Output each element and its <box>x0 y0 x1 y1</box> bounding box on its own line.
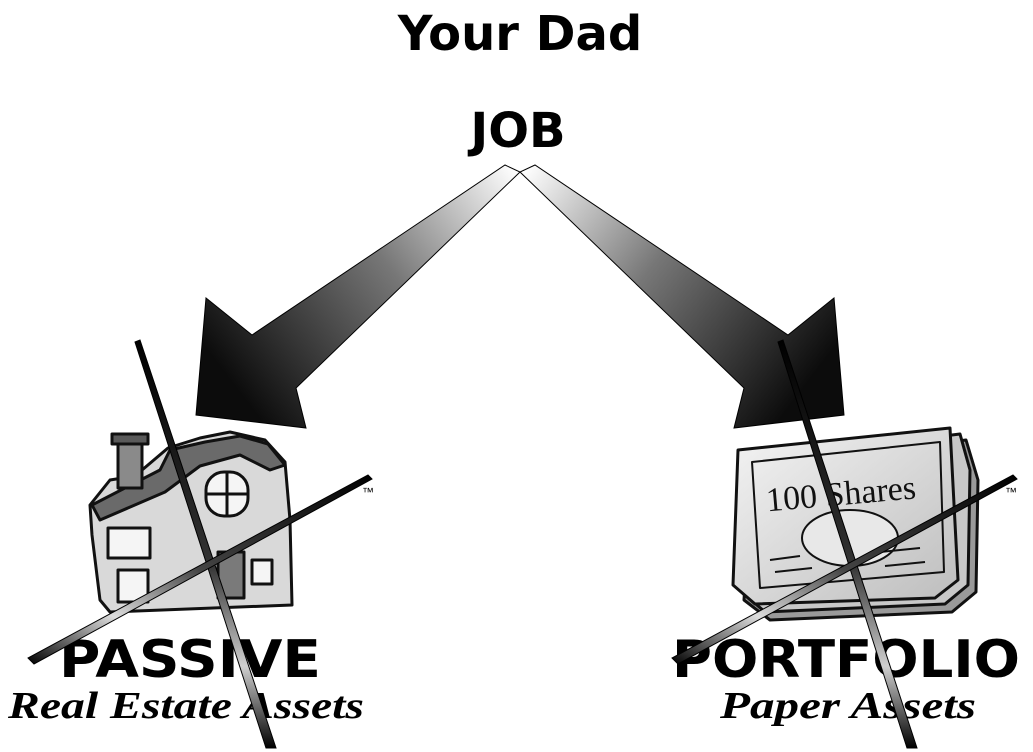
portfolio-trademark: ™ <box>1005 485 1017 499</box>
house-icon <box>90 432 292 612</box>
passive-heading: PASSIVE <box>59 630 321 690</box>
job-label: JOB <box>467 103 565 159</box>
passive-trademark: ™ <box>362 485 374 499</box>
stock-certificates-icon <box>733 428 978 620</box>
arrow-to-passive <box>196 165 520 428</box>
passive-subheading: Real Estate Assets <box>7 685 364 727</box>
portfolio-subheading: Paper Assets <box>719 685 976 727</box>
diagram-title: Your Dad <box>397 6 642 62</box>
